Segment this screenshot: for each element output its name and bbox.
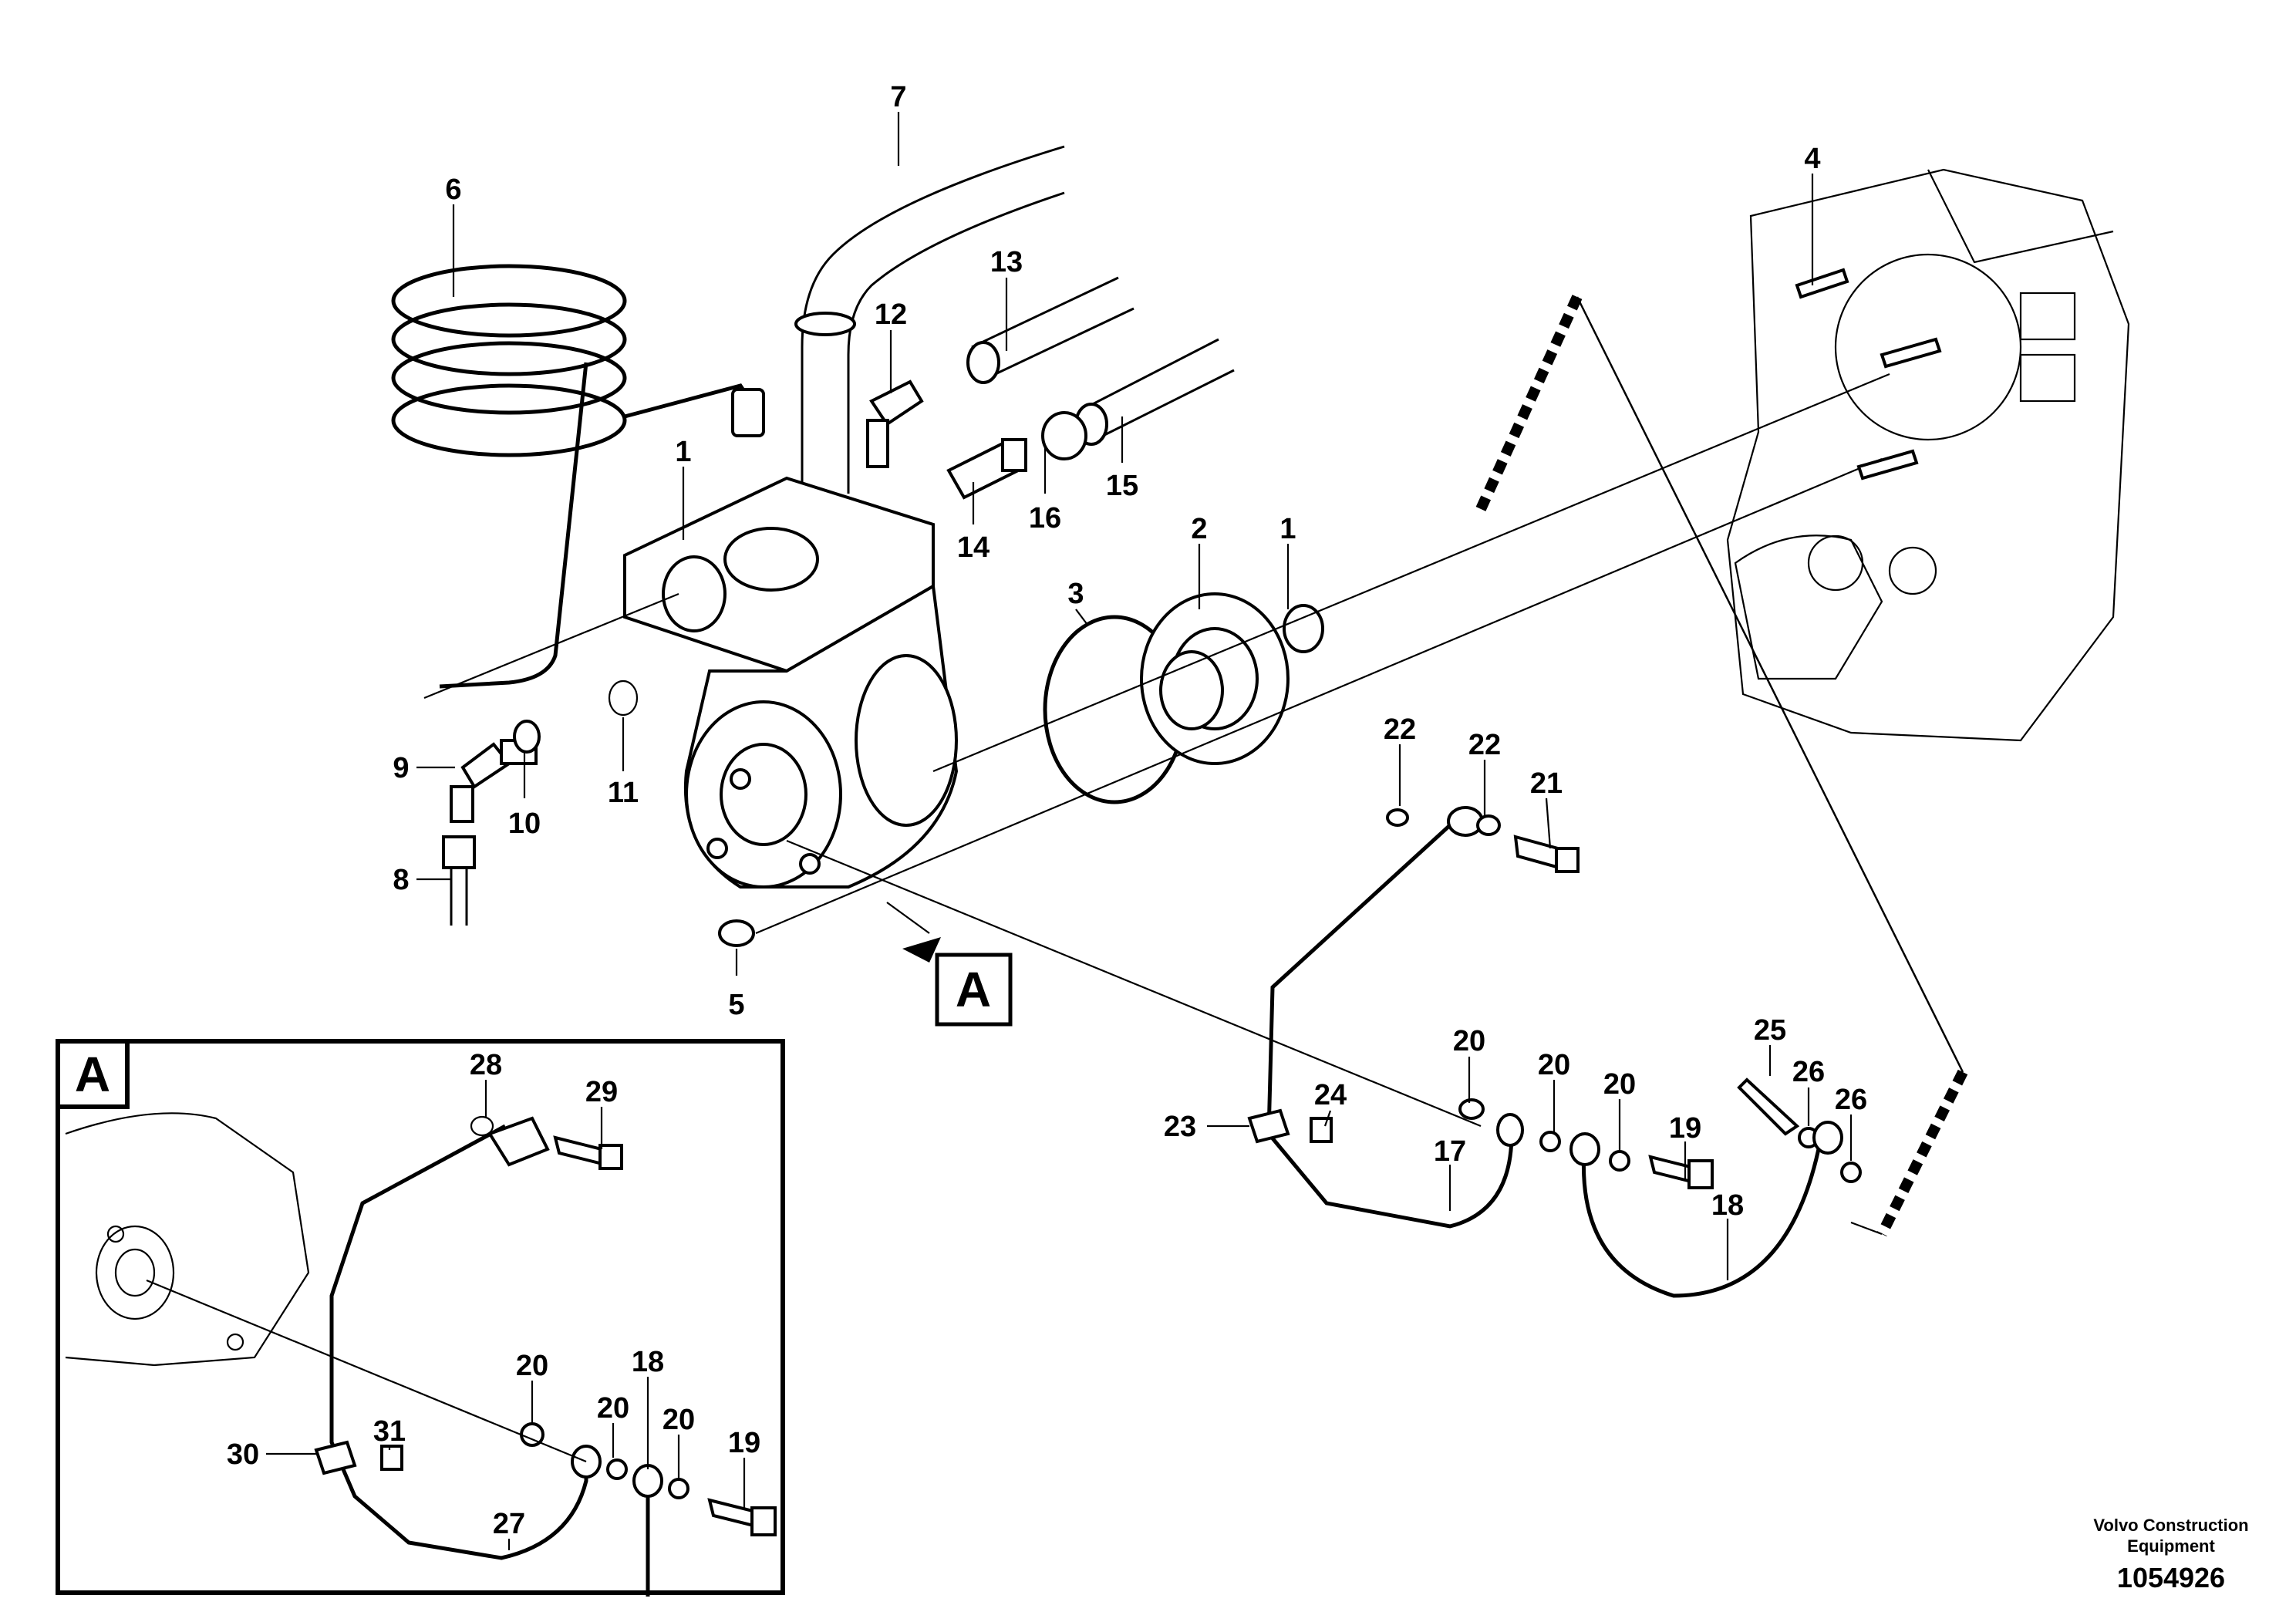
pipe-8 (442, 835, 476, 926)
callout-25: 25 (1754, 1014, 1786, 1047)
elbow-9 (450, 720, 541, 823)
detail-callout-20b: 20 (597, 1392, 629, 1425)
callout-2: 2 (1191, 513, 1207, 545)
drawing-number: 1054926 (2117, 1562, 2225, 1593)
section-outline (1850, 1221, 1883, 1236)
nut (1283, 604, 1324, 653)
callout-7: 7 (890, 81, 906, 113)
callout-26a: 26 (1792, 1056, 1825, 1088)
company-line-1: Volvo Construction (2093, 1516, 2248, 1535)
engine-block (1726, 168, 2130, 742)
callout-5: 5 (728, 989, 744, 1021)
callout-11: 11 (608, 777, 639, 809)
callout-20b: 20 (1538, 1049, 1570, 1081)
detail-callout-20c: 20 (663, 1404, 695, 1436)
detail-label: A (75, 1047, 110, 1102)
assembly-line (755, 457, 1883, 935)
assembly-line (423, 592, 679, 700)
detail-callout-31: 31 (373, 1415, 406, 1448)
callout-4: 4 (1804, 143, 1820, 175)
callout-numbers: 1 2 3 4 5 6 7 8 9 10 11 12 13 14 15 16 1… (393, 81, 1867, 1222)
callout-22b: 22 (1468, 729, 1501, 761)
callout-1: 1 (675, 436, 691, 468)
callout-8: 8 (393, 864, 409, 896)
detail-callout-29: 29 (585, 1076, 618, 1108)
callout-18: 18 (1711, 1189, 1744, 1222)
callout-1b: 1 (1279, 513, 1296, 545)
callout-6: 6 (445, 174, 461, 206)
callout-9: 9 (393, 752, 409, 784)
callout-26b: 26 (1835, 1084, 1867, 1116)
hoses-13-15 (966, 276, 1235, 446)
detail-callout-19: 19 (728, 1427, 760, 1459)
footer: Volvo Construction Equipment 1054926 (2093, 1516, 2248, 1593)
callout-20a: 20 (1453, 1025, 1485, 1057)
gear (1140, 592, 1290, 765)
callout-24: 24 (1314, 1079, 1347, 1111)
detail-callout-27: 27 (493, 1508, 525, 1540)
compressor (623, 476, 959, 889)
oil-pipe-assembly (1247, 806, 1862, 1298)
callout-14: 14 (957, 531, 990, 564)
assembly-line (786, 839, 1482, 1128)
section-outline (1576, 296, 1964, 1073)
detail-callout-18: 18 (632, 1346, 664, 1378)
detail-callout-28: 28 (470, 1049, 502, 1081)
detail-a-inset: A 28 29 (56, 1039, 785, 1597)
callout-19: 19 (1669, 1112, 1701, 1145)
callout-12: 12 (875, 298, 907, 331)
callout-17: 17 (1434, 1135, 1466, 1168)
detail-callout-20a: 20 (516, 1350, 548, 1382)
callout-22a: 22 (1384, 713, 1416, 746)
detail-callout-30: 30 (227, 1438, 259, 1471)
callout-16: 16 (1029, 502, 1061, 534)
callout-3: 3 (1067, 578, 1084, 610)
callout-21: 21 (1530, 767, 1563, 800)
view-arrow: A (886, 902, 1013, 1027)
callout-20c: 20 (1603, 1068, 1636, 1101)
fittings (866, 379, 1087, 500)
nut-5 (718, 919, 755, 947)
callout-23: 23 (1164, 1111, 1196, 1143)
section-outline (1876, 1069, 1968, 1237)
company-line-2: Equipment (2127, 1536, 2215, 1556)
leader-lines (416, 112, 1853, 1280)
view-marker-label: A (956, 962, 991, 1017)
callout-13: 13 (990, 246, 1023, 278)
callout-10: 10 (508, 808, 541, 840)
hose-upper (794, 145, 1065, 494)
assembly-line (932, 373, 1890, 773)
callout-15: 15 (1106, 470, 1138, 502)
section-outline (1475, 295, 1583, 511)
coiled-pipe (391, 264, 765, 689)
small-o-ring (608, 679, 639, 717)
